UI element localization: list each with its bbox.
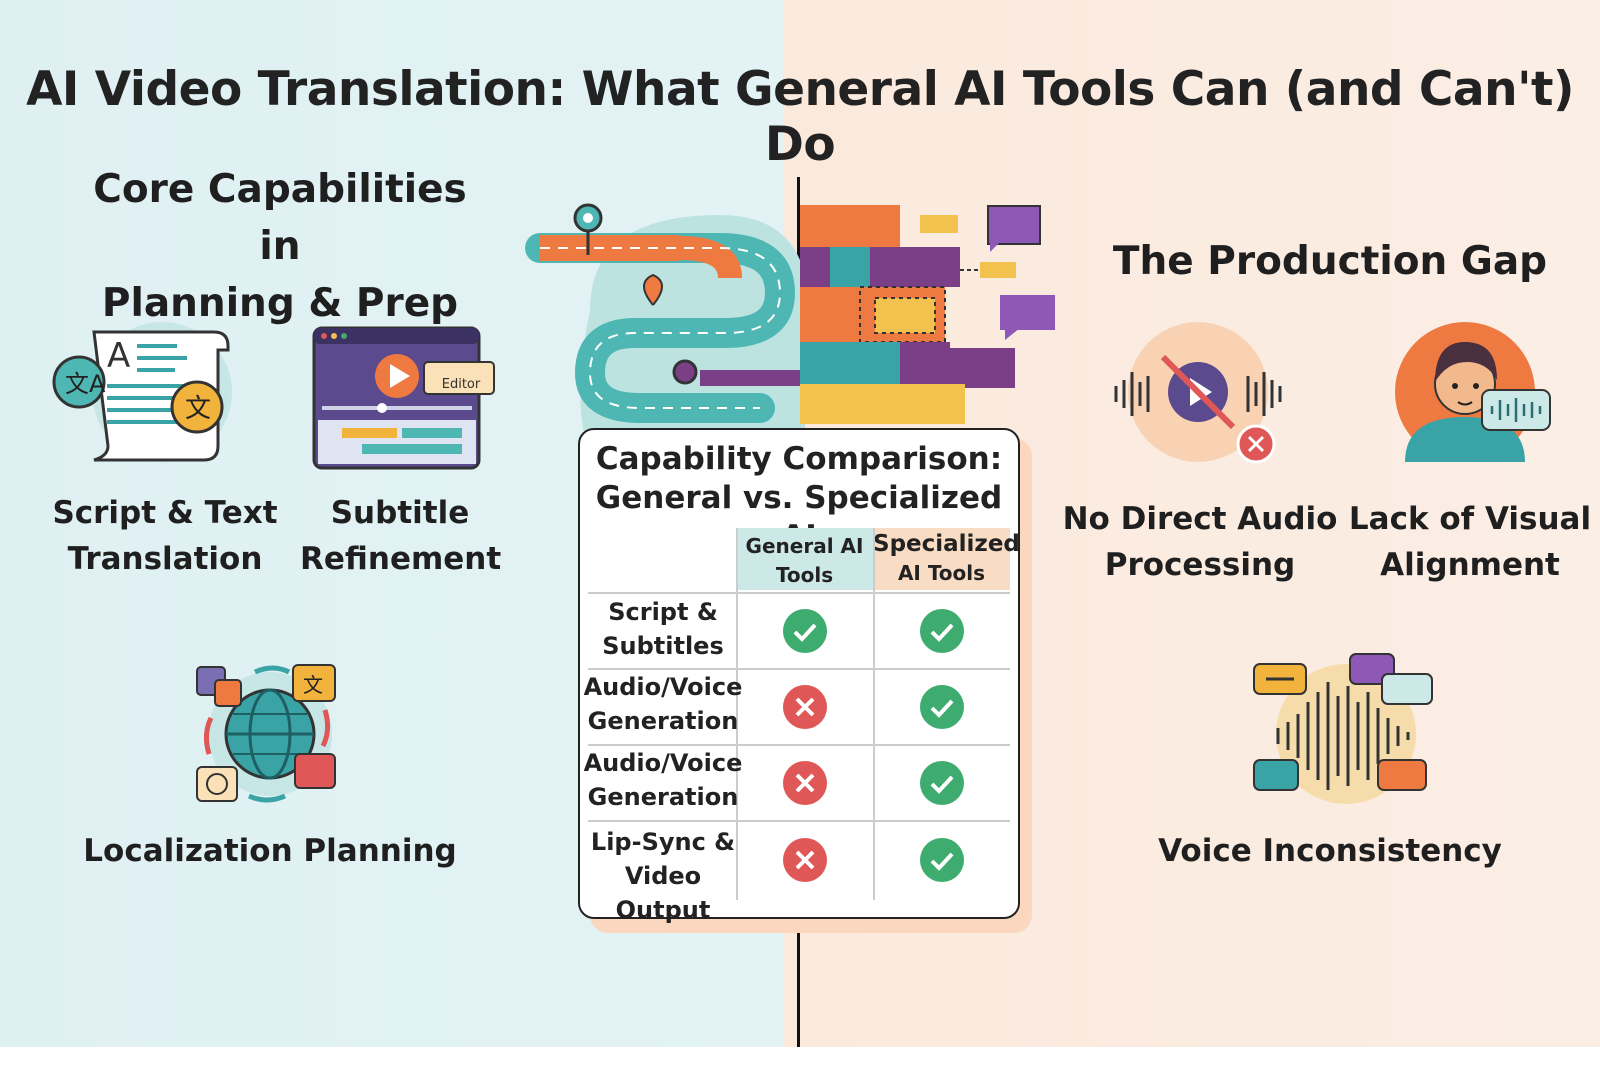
script-translation-label: Script & Text Translation — [52, 495, 278, 577]
comparison-row-label: Script & Subtitles — [602, 598, 724, 660]
left-heading-line1: Core Capabilities in — [93, 167, 467, 269]
col-header-general: General AI Tools — [745, 534, 864, 587]
voice-waveform-icon — [1253, 653, 1433, 804]
comparison-row-label: Audio/Voice Generation — [583, 749, 743, 811]
document-translation-icon: A 文A 文 — [52, 322, 232, 462]
center-road-puzzle-illustration — [525, 203, 1055, 475]
svg-text:文: 文 — [303, 673, 323, 697]
grid-line — [588, 592, 1010, 594]
left-section-heading: Core Capabilities in Planning & Prep — [70, 161, 490, 332]
check-icon — [920, 609, 964, 653]
check-icon — [920, 685, 964, 729]
grid-line — [736, 528, 738, 900]
grid-line — [588, 668, 1010, 670]
check-icon — [783, 609, 827, 653]
grid-line — [588, 744, 1010, 746]
check-icon — [920, 838, 964, 882]
localization-planning-label: Localization Planning — [83, 833, 457, 869]
grid-line — [873, 528, 875, 900]
editor-badge: Editor — [441, 377, 481, 392]
cross-icon — [783, 761, 827, 805]
person-speaking-icon — [1395, 322, 1551, 462]
svg-text:文A: 文A — [65, 370, 106, 398]
muted-audio-icon — [1114, 322, 1282, 464]
globe-localization-icon: 文 — [196, 664, 336, 803]
page-title: AI Video Translation: What General AI To… — [26, 62, 1574, 172]
grid-line — [588, 820, 1010, 822]
comparison-card — [578, 428, 1020, 919]
svg-text:A: A — [107, 336, 130, 376]
comparison-row-label: Audio/Voice Generation — [583, 673, 743, 735]
col-header-specialized: Specialized AI Tools — [873, 531, 1020, 585]
general-col-header-bg — [736, 528, 873, 590]
no-audio-processing-label: No Direct Audio Processing — [1062, 501, 1338, 583]
cross-icon — [783, 838, 827, 882]
right-section-heading: The Production Gap — [1112, 239, 1548, 284]
subtitle-refinement-label: Subtitle Refinement — [300, 495, 502, 577]
cross-icon — [783, 685, 827, 729]
comparison-title: Capability Comparison: General vs. Speci… — [595, 441, 1003, 555]
voice-inconsistency-label: Voice Inconsistency — [1158, 833, 1502, 869]
check-icon — [920, 761, 964, 805]
visual-alignment-label: Lack of Visual Alignment — [1348, 501, 1592, 583]
comparison-row-label: Lip-Sync & Video Output — [590, 828, 736, 924]
subtitle-editor-icon — [312, 326, 495, 470]
specialized-col-header-bg — [873, 528, 1010, 590]
svg-text:文: 文 — [185, 394, 211, 424]
left-heading-line2: Planning & Prep — [101, 281, 459, 326]
